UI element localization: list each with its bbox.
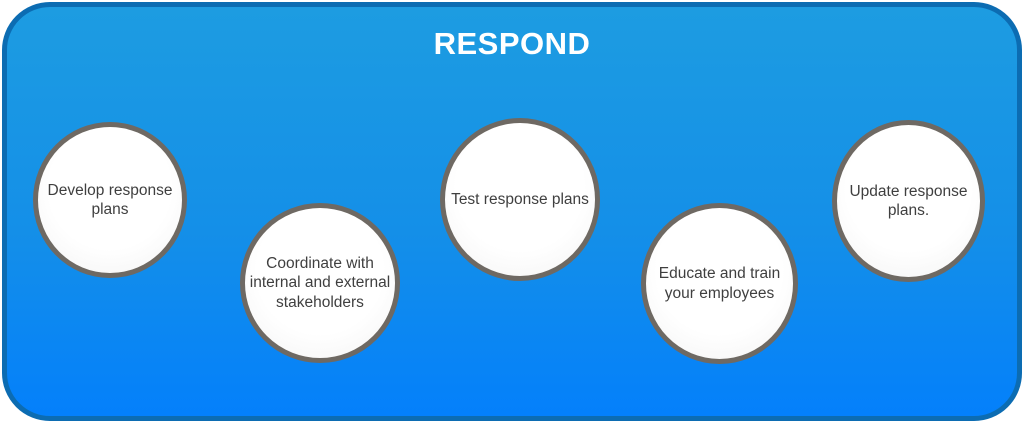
step-circle-test-response-plans: Test response plans xyxy=(440,118,600,281)
diagram-title: RESPOND xyxy=(433,26,591,61)
step-circle-update-response-plans: Update response plans. xyxy=(832,120,985,282)
step-label: Educate and train your employees xyxy=(658,265,781,302)
step-circle-develop-response-plans: Develop response plans xyxy=(33,122,187,278)
step-label: Coordinate with internal and external st… xyxy=(249,254,391,311)
step-label: Test response plans xyxy=(451,190,589,208)
step-label: Develop response plans xyxy=(47,181,173,218)
step-label: Update response plans. xyxy=(849,182,968,219)
step-circle-coordinate-stakeholders: Coordinate with internal and external st… xyxy=(240,203,400,363)
step-circle-educate-train-employees: Educate and train your employees xyxy=(641,203,798,364)
